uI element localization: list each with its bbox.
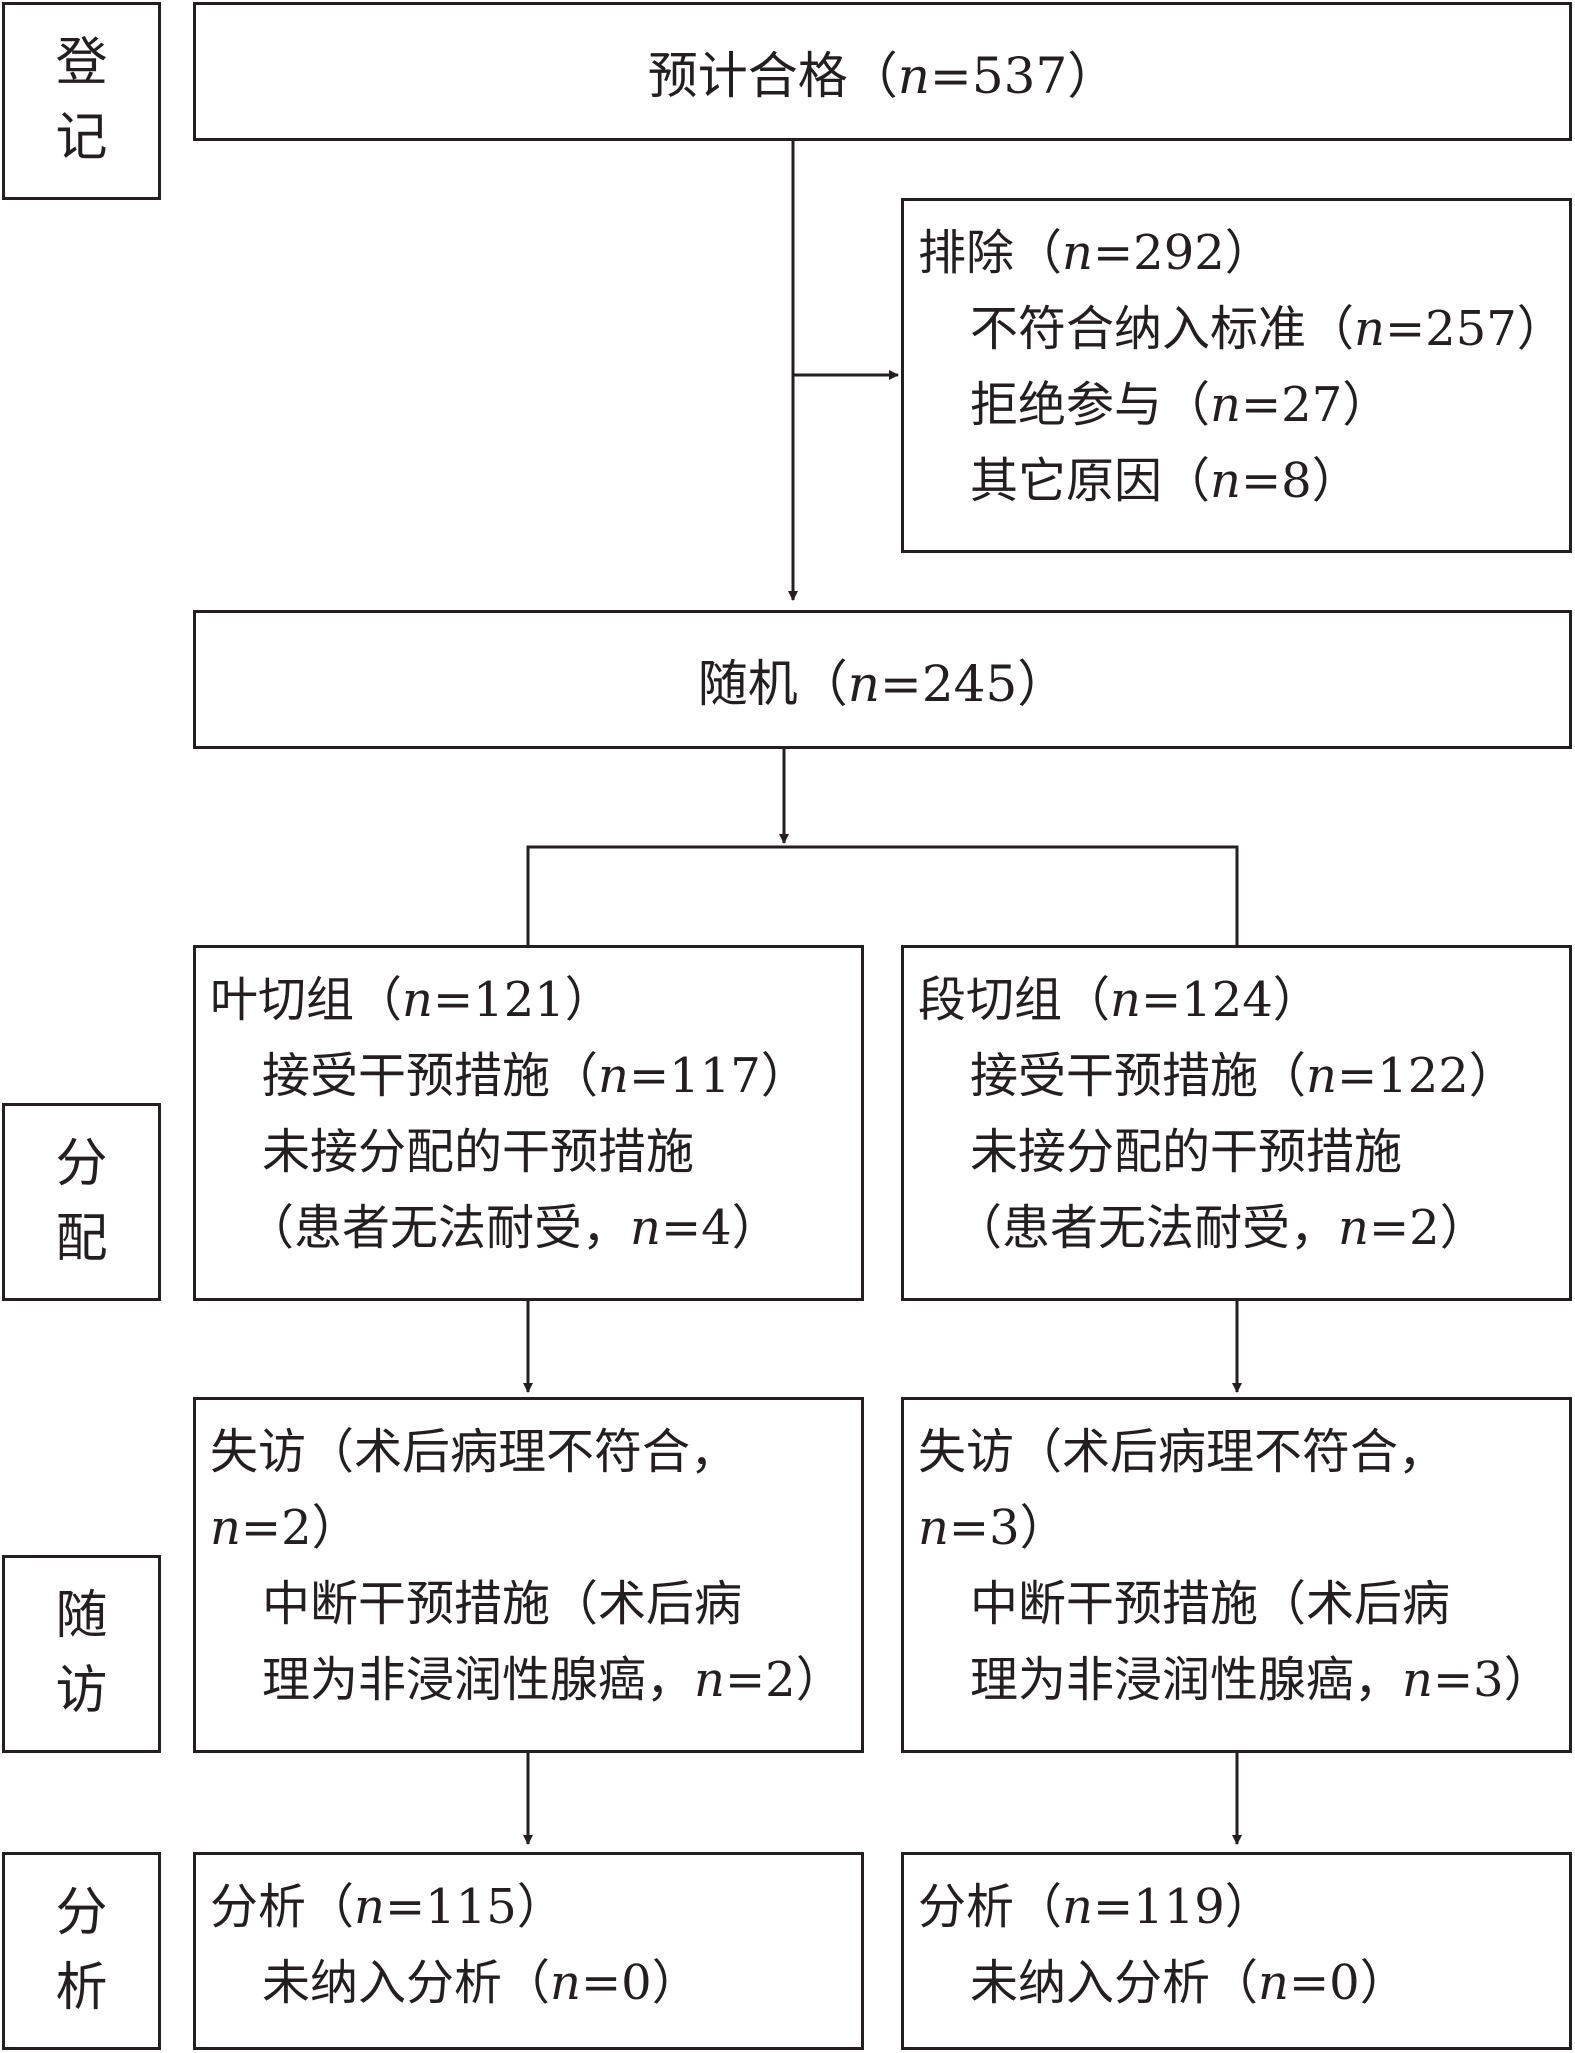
analysis-right-excluded: 未纳入分析（n=0） xyxy=(970,1955,1408,2011)
analysis-right-box: 分析（n=119） 未纳入分析（n=0） xyxy=(901,1852,1572,2050)
split-connector xyxy=(526,845,1239,945)
randomized-text: 随机（n=245） xyxy=(697,654,1068,713)
followup-left-lost: 失访（术后病理不符合， xyxy=(210,1424,739,1480)
analysis-left-title: 分析（n=115） xyxy=(210,1879,565,1935)
eligible-text: 预计合格（n=537） xyxy=(647,46,1118,105)
allocation-right-box: 段切组（n=124） 接受干预措施（n=122） 未接分配的干预措施 （患者无法… xyxy=(901,945,1572,1301)
followup-right-box: 失访（术后病理不符合， n=3） 中断干预措施（术后病 理为非浸润性腺癌，n=3… xyxy=(901,1397,1572,1753)
analysis-left-box: 分析（n=115） 未纳入分析（n=0） xyxy=(193,1852,864,2050)
stage-char: 分 xyxy=(55,1882,108,1943)
excluded-item: 拒绝参与（n=27） xyxy=(970,377,1391,433)
stage-char: 访 xyxy=(55,1661,108,1721)
stage-char: 配 xyxy=(55,1209,108,1269)
stage-label-enrollment: 登 记 xyxy=(2,2,161,200)
excluded-title: 排除（n=292） xyxy=(918,225,1273,281)
allocation-left-title: 叶切组（n=121） xyxy=(210,972,613,1028)
excluded-item: 其它原因（n=8） xyxy=(970,453,1360,509)
stage-char: 记 xyxy=(55,108,108,168)
eligible-box: 预计合格（n=537） xyxy=(193,2,1572,141)
stage-char: 随 xyxy=(55,1585,108,1646)
allocation-left-received: 接受干预措施（n=117） xyxy=(262,1048,809,1104)
stage-char: 分 xyxy=(55,1133,108,1194)
followup-left-lost-count: n=2） xyxy=(210,1500,360,1556)
allocation-left-not-received: 未接分配的干预措施 xyxy=(262,1124,695,1180)
stage-char: 析 xyxy=(55,1958,108,2018)
followup-right-lost: 失访（术后病理不符合， xyxy=(918,1424,1447,1480)
stage-label-followup: 随 访 xyxy=(2,1555,161,1753)
stage-label-analysis: 分 析 xyxy=(2,1852,161,2050)
followup-left-discontinued: 中断干预措施（术后病 xyxy=(262,1576,743,1632)
allocation-left-reason: （患者无法耐受，n=4） xyxy=(246,1200,780,1256)
followup-right-lost-count: n=3） xyxy=(918,1500,1068,1556)
excluded-box: 排除（n=292） 不符合纳入标准（n=257） 拒绝参与（n=27） 其它原因… xyxy=(901,198,1572,553)
followup-left-discontinued-reason: 理为非浸润性腺癌，n=2） xyxy=(262,1652,844,1708)
analysis-right-title: 分析（n=119） xyxy=(918,1879,1273,1935)
allocation-left-box: 叶切组（n=121） 接受干预措施（n=117） 未接分配的干预措施 （患者无法… xyxy=(193,945,864,1301)
followup-right-discontinued: 中断干预措施（术后病 xyxy=(970,1576,1451,1632)
randomized-box: 随机（n=245） xyxy=(193,610,1572,749)
allocation-right-reason: （患者无法耐受，n=2） xyxy=(954,1200,1488,1256)
allocation-right-not-received: 未接分配的干预措施 xyxy=(970,1124,1403,1180)
stage-char: 登 xyxy=(55,32,108,93)
excluded-item: 不符合纳入标准（n=257） xyxy=(970,301,1565,357)
analysis-left-excluded: 未纳入分析（n=0） xyxy=(262,1955,700,2011)
allocation-right-received: 接受干预措施（n=122） xyxy=(970,1048,1517,1104)
allocation-right-title: 段切组（n=124） xyxy=(918,972,1321,1028)
stage-label-allocation: 分 配 xyxy=(2,1103,161,1301)
followup-left-box: 失访（术后病理不符合， n=2） 中断干预措施（术后病 理为非浸润性腺癌，n=2… xyxy=(193,1397,864,1753)
followup-right-discontinued-reason: 理为非浸润性腺癌，n=3） xyxy=(970,1652,1552,1708)
